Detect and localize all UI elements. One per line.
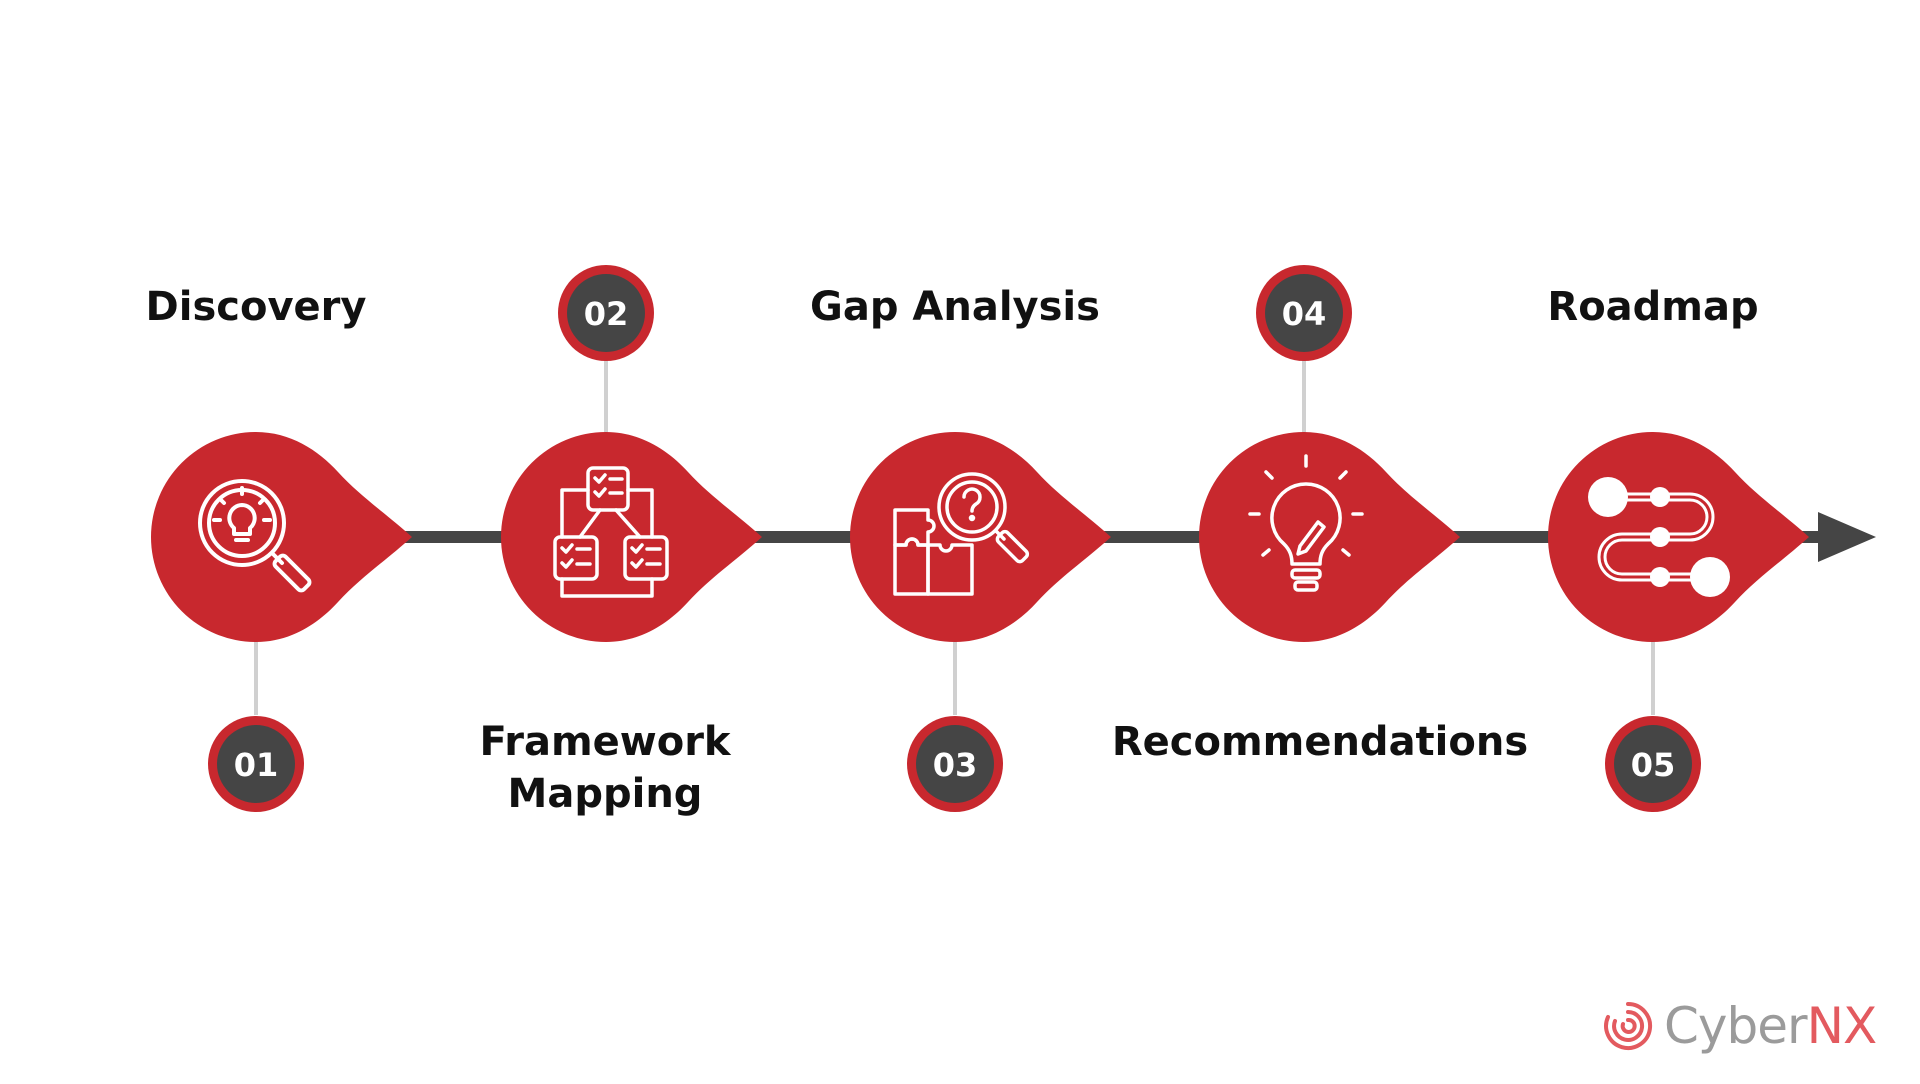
arrow-head-icon <box>1818 512 1876 562</box>
lightbulb-pencil-icon <box>1248 454 1364 592</box>
spiral-logo-icon <box>1604 1001 1653 1050</box>
step-03-badge: 03 <box>907 716 1003 812</box>
checklist-network-icon <box>553 466 669 598</box>
step-03-node <box>850 432 1111 642</box>
step-04-title: Recommendations <box>1111 719 1529 765</box>
step-04-node <box>1199 432 1460 642</box>
step-04-badge: 04 <box>1256 265 1352 361</box>
step-number: 05 <box>1631 746 1676 784</box>
step-02-title: Framework Mapping <box>440 716 770 820</box>
puzzle-magnifier-icon <box>893 472 1030 596</box>
magnifier-lightbulb-icon <box>198 479 312 593</box>
step-number: 04 <box>1282 295 1327 333</box>
brand-logo: CyberNX <box>1600 996 1877 1056</box>
step-01-title: Discovery <box>145 284 367 330</box>
step-05-title: Roadmap <box>1547 284 1759 330</box>
step-02-badge: 02 <box>558 265 654 361</box>
step-01-node <box>151 432 412 642</box>
step-02-title-line-1: Framework <box>479 719 731 765</box>
step-02-node <box>501 432 762 642</box>
step-05-node <box>1548 432 1809 642</box>
step-number: 02 <box>584 295 629 333</box>
step-number: 03 <box>933 746 978 784</box>
brand-name: CyberNX <box>1664 997 1877 1055</box>
step-number: 01 <box>234 746 279 784</box>
step-01-badge: 01 <box>208 716 304 812</box>
step-03-title: Gap Analysis <box>810 284 1100 330</box>
step-05-badge: 05 <box>1605 716 1701 812</box>
roadmap-path-icon <box>1588 477 1730 597</box>
step-02-title-line-2: Mapping <box>507 771 703 817</box>
